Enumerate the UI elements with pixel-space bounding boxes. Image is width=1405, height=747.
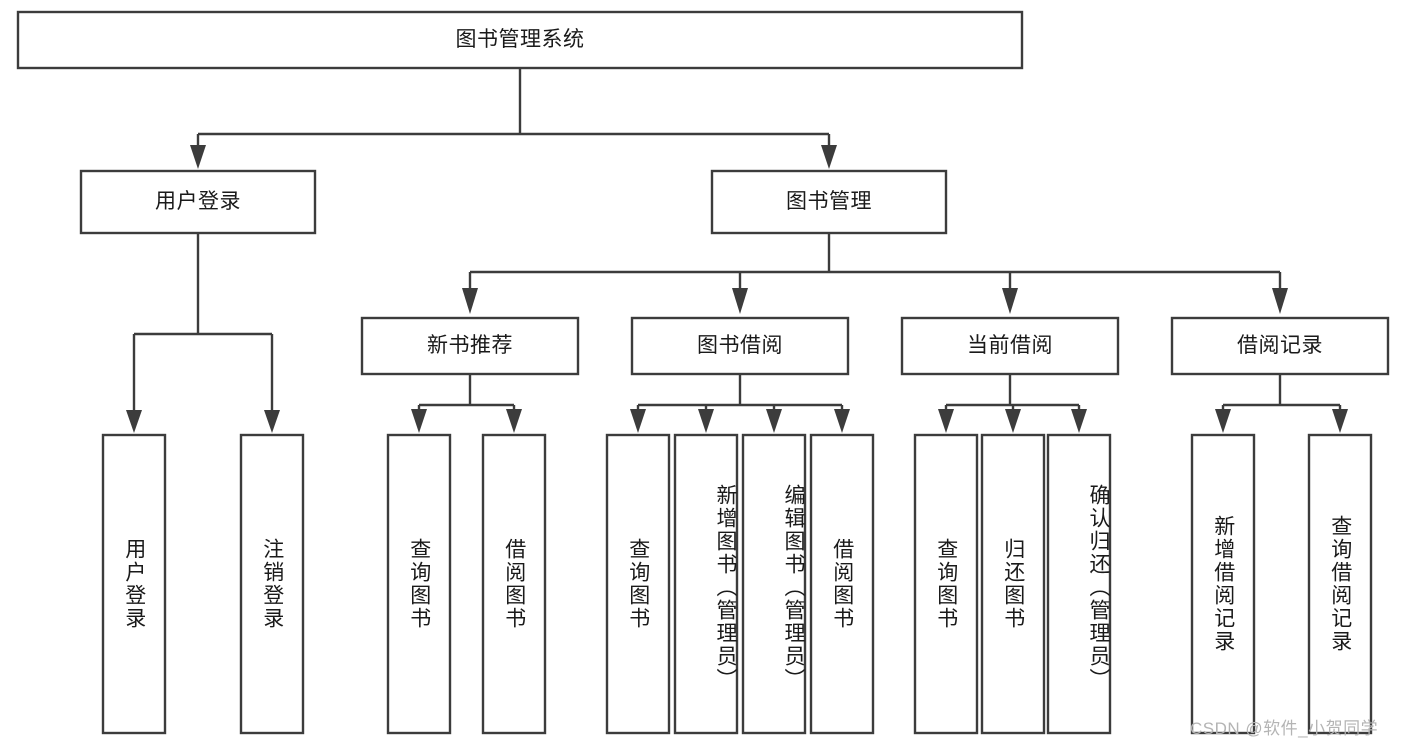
arrow-head-leaf-return-book [1005,409,1021,433]
arrow-head-leaf-query-book-1 [411,409,427,433]
node-box-leaf-query-book-1[interactable] [386,433,452,735]
node-box-leaf-confirm-return[interactable] [1046,433,1112,735]
arrow-head-leaf-query-record [1332,409,1348,433]
node-box-leaf-return-book[interactable] [980,433,1046,735]
node-box-borrow-record[interactable] [1170,316,1390,376]
node-box-book-borrow[interactable] [630,316,850,376]
connector-group-current-borrow-to-leaves [938,374,1087,433]
connector-group-book-borrow-to-leaves [630,374,850,433]
node-box-user-login[interactable] [79,169,317,235]
arrow-head-new-book-rec [462,288,478,314]
node-box-leaf-add-book[interactable] [673,433,739,735]
node-box-leaf-borrow-book-1[interactable] [481,433,547,735]
connector-group-book-manage-to-level3 [462,233,1288,314]
node-box-leaf-logout[interactable] [239,433,305,735]
node-box-leaf-edit-book[interactable] [741,433,807,735]
arrow-head-leaf-borrow-book-2 [834,409,850,433]
csdn-watermark: CSDN @软件_小贺同学 [1190,719,1379,738]
connector-group-user-login-to-leaves [126,233,280,433]
arrow-head-leaf-add-record [1215,409,1231,433]
node-box-leaf-borrow-book-2[interactable] [809,433,875,735]
node-box-leaf-add-record[interactable] [1190,433,1256,735]
connector-group-root-to-level2 [190,68,837,169]
arrow-head-leaf-confirm-return [1071,409,1087,433]
node-box-book-manage[interactable] [710,169,948,235]
arrow-head-user-login [190,145,206,169]
arrow-head-book-borrow [732,288,748,314]
arrow-head-leaf-query-book-2 [630,409,646,433]
arrow-head-leaf-query-book-3 [938,409,954,433]
node-box-current-borrow[interactable] [900,316,1120,376]
arrow-head-leaf-logout [264,410,280,433]
node-box-root[interactable] [16,10,1024,70]
connector-group-new-book-rec-to-leaves [411,374,522,433]
node-box-leaf-user-login[interactable] [101,433,167,735]
connector-group-borrow-record-to-leaves [1215,374,1348,433]
node-box-leaf-query-book-2[interactable] [605,433,671,735]
arrow-head-leaf-add-book [698,409,714,433]
arrow-head-leaf-user-login [126,410,142,433]
arrow-head-current-borrow [1002,288,1018,314]
arrow-head-borrow-record [1272,288,1288,314]
node-box-new-book-rec[interactable] [360,316,580,376]
node-box-leaf-query-record[interactable] [1307,433,1373,735]
arrow-head-leaf-borrow-book-1 [506,409,522,433]
node-box-leaf-query-book-3[interactable] [913,433,979,735]
arrow-head-leaf-edit-book [766,409,782,433]
arrow-head-book-manage [821,145,837,169]
